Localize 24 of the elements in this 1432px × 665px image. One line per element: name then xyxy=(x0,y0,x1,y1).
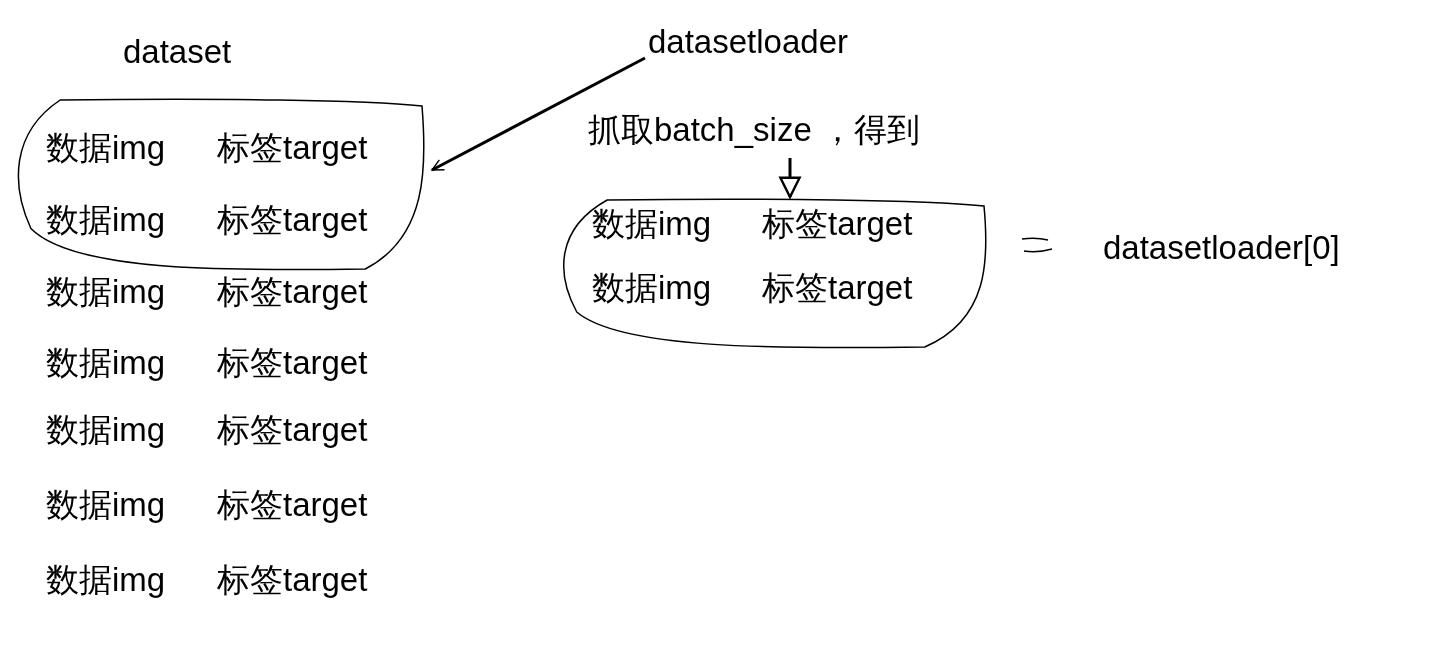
cell-text: 数据img xyxy=(46,272,166,312)
cell-text: 数据img xyxy=(46,343,166,383)
cell-text: 标签target xyxy=(217,485,368,525)
cell-text: 标签target xyxy=(762,204,913,244)
text-label: datasetloader[0] xyxy=(1103,228,1393,268)
cell-text: 数据img xyxy=(46,485,166,525)
cell-text: 数据img xyxy=(592,268,712,308)
cell-text: 标签target xyxy=(217,560,368,600)
text-label: datasetloader xyxy=(648,22,893,62)
cell-text: 标签target xyxy=(217,128,368,168)
cell-text: 标签target xyxy=(217,343,368,383)
arrow xyxy=(431,56,646,172)
arrow xyxy=(779,158,801,199)
heading: dataset xyxy=(123,32,232,72)
cell-text: 数据img xyxy=(46,410,166,450)
cell-text: 数据img xyxy=(46,128,166,168)
cell-text: 标签target xyxy=(217,200,368,240)
cell-text: 标签target xyxy=(762,268,913,308)
cell-text: 标签target xyxy=(217,272,368,312)
cell-text: 数据img xyxy=(46,560,166,600)
cell-text: 数据img xyxy=(592,204,712,244)
text-label: 抓取batch_size ，得到 xyxy=(588,110,973,150)
cell-text: 标签target xyxy=(217,410,368,450)
cell-text: 数据img xyxy=(46,200,166,240)
